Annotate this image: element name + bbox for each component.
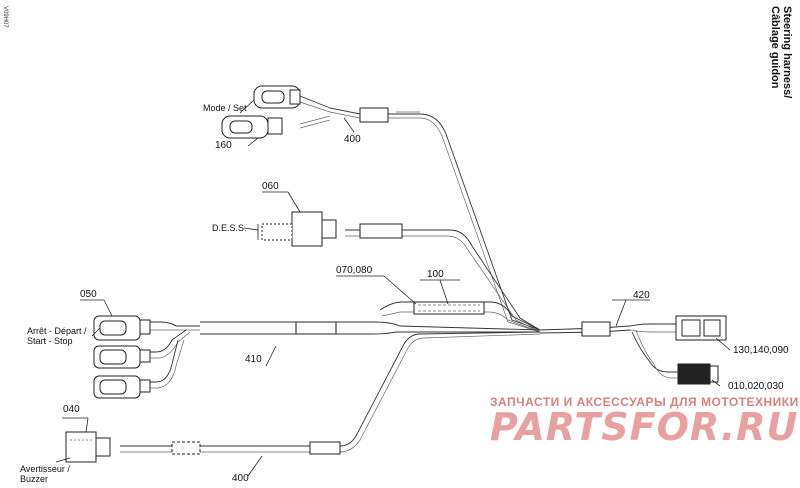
label-070-080: 070,080 (336, 265, 373, 276)
connector-400-bottom (171, 441, 341, 455)
label-420: 420 (633, 290, 650, 301)
label-160: 160 (215, 140, 232, 151)
fuse-holder (413, 301, 485, 315)
connector-410 (295, 321, 337, 335)
label-100: 100 (427, 269, 444, 280)
leader-lines (55, 99, 731, 477)
mode-set-switch (221, 85, 301, 139)
label-avertisseur: Avertisseur / (20, 464, 70, 474)
title-line-2: Câblage guidon (769, 6, 781, 89)
watermark-line-1: ЗАПЧАСТИ И АКСЕССУАРЫ ДЛЯ МОТОТЕХНИКИ (490, 395, 799, 409)
figure-code: V09H07 (2, 6, 8, 28)
label-060: 060 (262, 181, 279, 192)
start-stop-switches (93, 315, 151, 399)
diagram-title: Steering harness/ Câblage guidon (769, 6, 793, 98)
label-130-140-090: 130,140,090 (733, 345, 789, 356)
watermark: ЗАПЧАСТИ И АКСЕССУАРЫ ДЛЯ МОТОТЕХНИКИ PA… (490, 395, 799, 449)
svg-text:V09H07: V09H07 (2, 6, 8, 28)
label-dess: D.E.S.S. (212, 223, 247, 233)
connector-130 (675, 315, 727, 341)
dess-connector (257, 211, 403, 247)
label-400-bottom: 400 (232, 473, 249, 484)
connector-420 (581, 321, 611, 337)
label-start-stop: Start - Stop (27, 336, 73, 346)
label-010-020-030: 010,020,030 (728, 381, 784, 392)
label-buzzer: Buzzer (20, 474, 48, 484)
buzzer (65, 431, 111, 463)
label-410: 410 (245, 354, 262, 365)
connector-010 (677, 363, 719, 385)
title-line-1: Steering harness/ (781, 6, 793, 98)
connector-400-top (359, 107, 420, 123)
label-arret-depart: Arrêt - Départ / (27, 326, 87, 336)
label-040: 040 (63, 404, 80, 415)
label-050: 050 (80, 289, 97, 300)
watermark-logo: PARTSFOR.RU (490, 405, 798, 449)
label-mode-set: Mode / Set (203, 103, 247, 113)
label-400-top: 400 (344, 134, 361, 145)
